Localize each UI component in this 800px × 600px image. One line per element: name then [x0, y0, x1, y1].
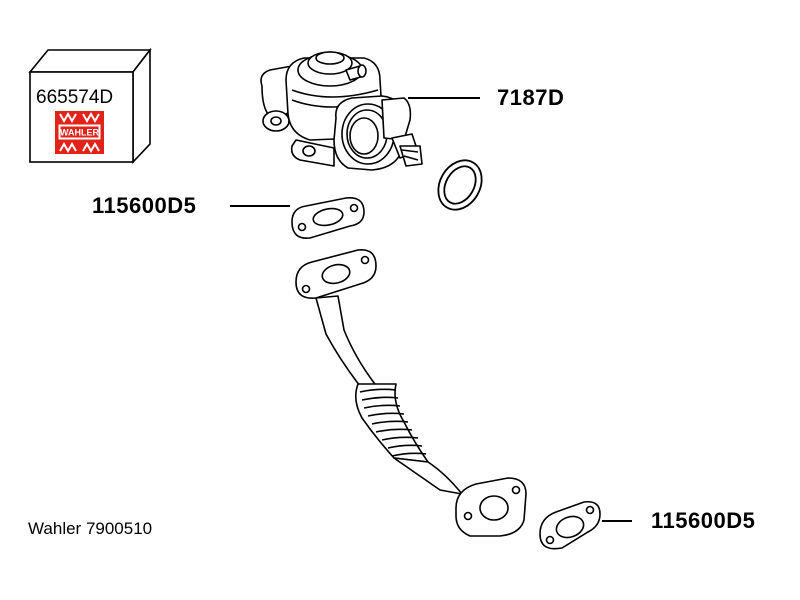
lower-gasket-drawing [539, 500, 601, 550]
package-box [28, 47, 152, 165]
wahler-logo: WAHLER [55, 111, 104, 154]
diagram-caption: Wahler 7900510 [28, 519, 153, 538]
o-ring-seal-drawing [437, 159, 483, 211]
egr-valve-drawing [260, 51, 423, 171]
callout-gasket-lower: 115600D5 [651, 508, 756, 533]
leader-lines [230, 97, 632, 522]
package-part-number: 665574D [36, 87, 113, 108]
upper-gasket-drawing [291, 196, 365, 239]
logo-brand-text: WAHLER [60, 128, 99, 138]
callout-gasket-upper: 115600D5 [92, 193, 197, 218]
egr-pipe-drawing [295, 249, 527, 537]
callout-egr-valve: 7187D [497, 85, 565, 110]
